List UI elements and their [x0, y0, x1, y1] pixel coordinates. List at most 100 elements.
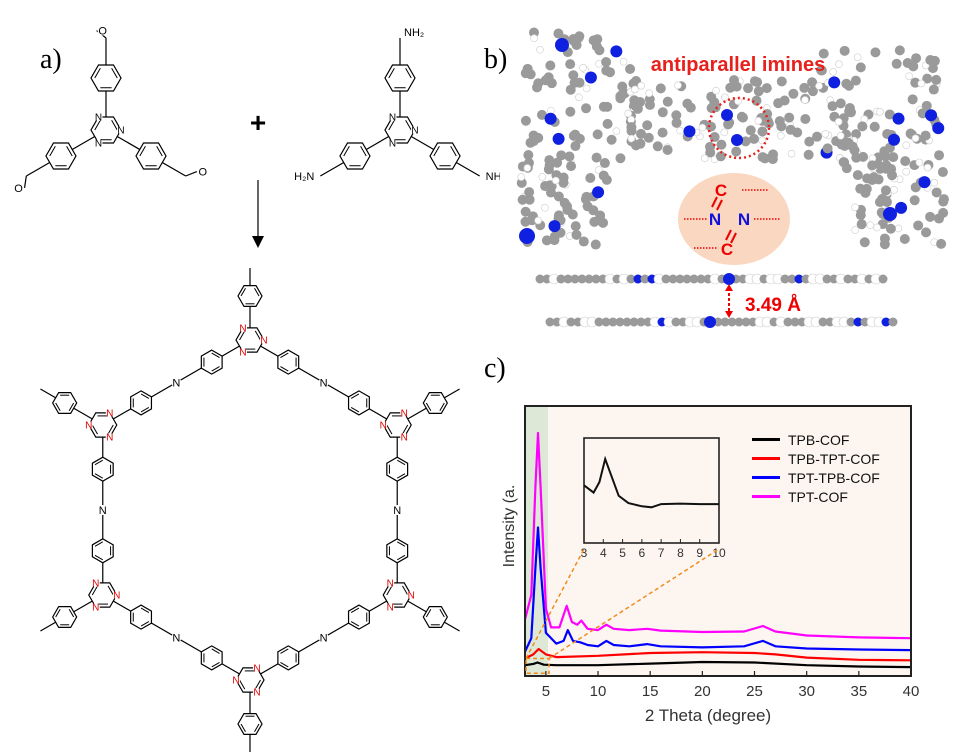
carbon-atom — [568, 70, 579, 81]
double-bond — [111, 120, 118, 131]
layer-atom — [822, 274, 832, 284]
carbon-atom — [874, 197, 885, 208]
nitrogen-atom-label: N — [239, 323, 246, 334]
inset-x-tick-label: 9 — [696, 546, 703, 560]
x-axis-label: 2 Theta (degree) — [645, 706, 771, 725]
carbon-atom — [589, 216, 600, 227]
carbon-atom — [581, 191, 592, 202]
carbon-atom — [568, 130, 579, 141]
carbon-atom — [913, 220, 924, 231]
layer-atom — [566, 317, 576, 327]
nitrogen-atom-label: N — [85, 421, 92, 432]
hydrogen-atom — [835, 60, 843, 69]
nitrogen-atom-label: N — [106, 433, 113, 444]
nitrogen-atom — [723, 273, 735, 285]
hydrogen-atom — [873, 223, 881, 232]
carbon-atom — [792, 127, 803, 138]
carbon-atom — [565, 59, 576, 70]
carbon-atom — [920, 130, 931, 141]
atom-label: N — [172, 378, 180, 390]
carbon-atom — [570, 141, 581, 152]
double-bond — [156, 146, 163, 157]
double-bond — [254, 723, 260, 733]
carbon-atom — [588, 35, 599, 46]
carbon-atom — [601, 65, 612, 76]
hydrogen-atom — [866, 221, 875, 229]
double-bond — [396, 554, 406, 561]
atom-bg — [386, 578, 395, 587]
layer-atom — [787, 274, 797, 284]
hydrogen-atom — [619, 57, 628, 66]
carbon-atom — [570, 221, 581, 232]
nitrogen-atom-label: N — [389, 113, 396, 124]
carbon-atom — [657, 107, 668, 118]
nitrogen-atom-label: N — [232, 676, 239, 687]
carbon-atom — [715, 151, 726, 162]
atom-bg — [309, 171, 320, 181]
carbon-atom — [716, 139, 727, 150]
carbon-atom — [925, 55, 936, 66]
double-bond — [280, 366, 289, 372]
carbon-atom — [723, 119, 734, 130]
carbon-atom — [752, 77, 763, 88]
series-line-tpb-cof — [524, 660, 912, 669]
nitrogen-atom — [887, 133, 900, 146]
carbon-atom — [922, 73, 933, 84]
arrow-up-icon — [725, 284, 733, 291]
carbon-atom — [544, 160, 555, 171]
carbon-atom — [888, 152, 899, 163]
carbon-atom — [927, 63, 938, 74]
double-bond — [240, 723, 246, 733]
plot-frame — [524, 405, 912, 677]
carbon-atom — [774, 116, 785, 127]
layer-atom — [626, 274, 636, 284]
carbon-atom — [606, 134, 617, 145]
inset-x-tick-label: 10 — [712, 546, 726, 560]
double-bond — [388, 68, 395, 79]
carbon-atom — [568, 34, 579, 45]
atom-bg — [318, 632, 329, 643]
atom-label: N — [320, 633, 328, 645]
carbon-atom — [533, 132, 544, 143]
nitrogen-atom-label: N — [387, 578, 394, 589]
carbon-atom — [936, 238, 947, 249]
hydrogen-atom — [631, 85, 639, 94]
carbon-atom — [911, 53, 922, 64]
carbon-atom — [839, 45, 850, 56]
carbon-atom — [595, 210, 606, 221]
atom-label: O — [14, 183, 23, 195]
carbon-atom — [682, 98, 693, 109]
legend-item: TPB-COF — [752, 430, 880, 449]
hydrogen-atom — [541, 203, 549, 212]
nitrogen-atom — [592, 186, 605, 199]
double-bond — [711, 196, 718, 208]
double-bond — [396, 541, 406, 547]
double-bond — [140, 607, 150, 614]
layer-atom — [720, 317, 730, 327]
carbon-atom — [671, 117, 682, 128]
atom-bg — [400, 408, 409, 417]
carbon-atom — [827, 101, 838, 112]
carbon-atom — [852, 170, 863, 181]
carbon-atom — [788, 88, 799, 99]
atom-bg — [411, 126, 419, 134]
x-tick-label: 35 — [850, 683, 867, 700]
hydrogen-atom — [876, 108, 884, 116]
carbon-atom — [803, 149, 814, 160]
carbon-atom — [643, 132, 654, 143]
atom-bg — [239, 323, 247, 332]
scheme-atom-label: N — [709, 210, 721, 229]
carbon-atom — [761, 83, 772, 94]
hydrogen-atom — [923, 163, 932, 172]
carbon-atom — [631, 140, 642, 151]
hydrogen-atom — [624, 109, 633, 118]
double-bond — [350, 406, 360, 413]
atom-bg — [91, 578, 100, 587]
atom-bg — [386, 603, 395, 612]
carbon-atom — [859, 237, 870, 248]
carbon-atom — [880, 185, 891, 196]
hydrogen-atom — [627, 134, 636, 143]
x-tick-label: 25 — [746, 683, 763, 700]
double-bond — [211, 648, 220, 654]
carbon-atom — [636, 128, 647, 139]
